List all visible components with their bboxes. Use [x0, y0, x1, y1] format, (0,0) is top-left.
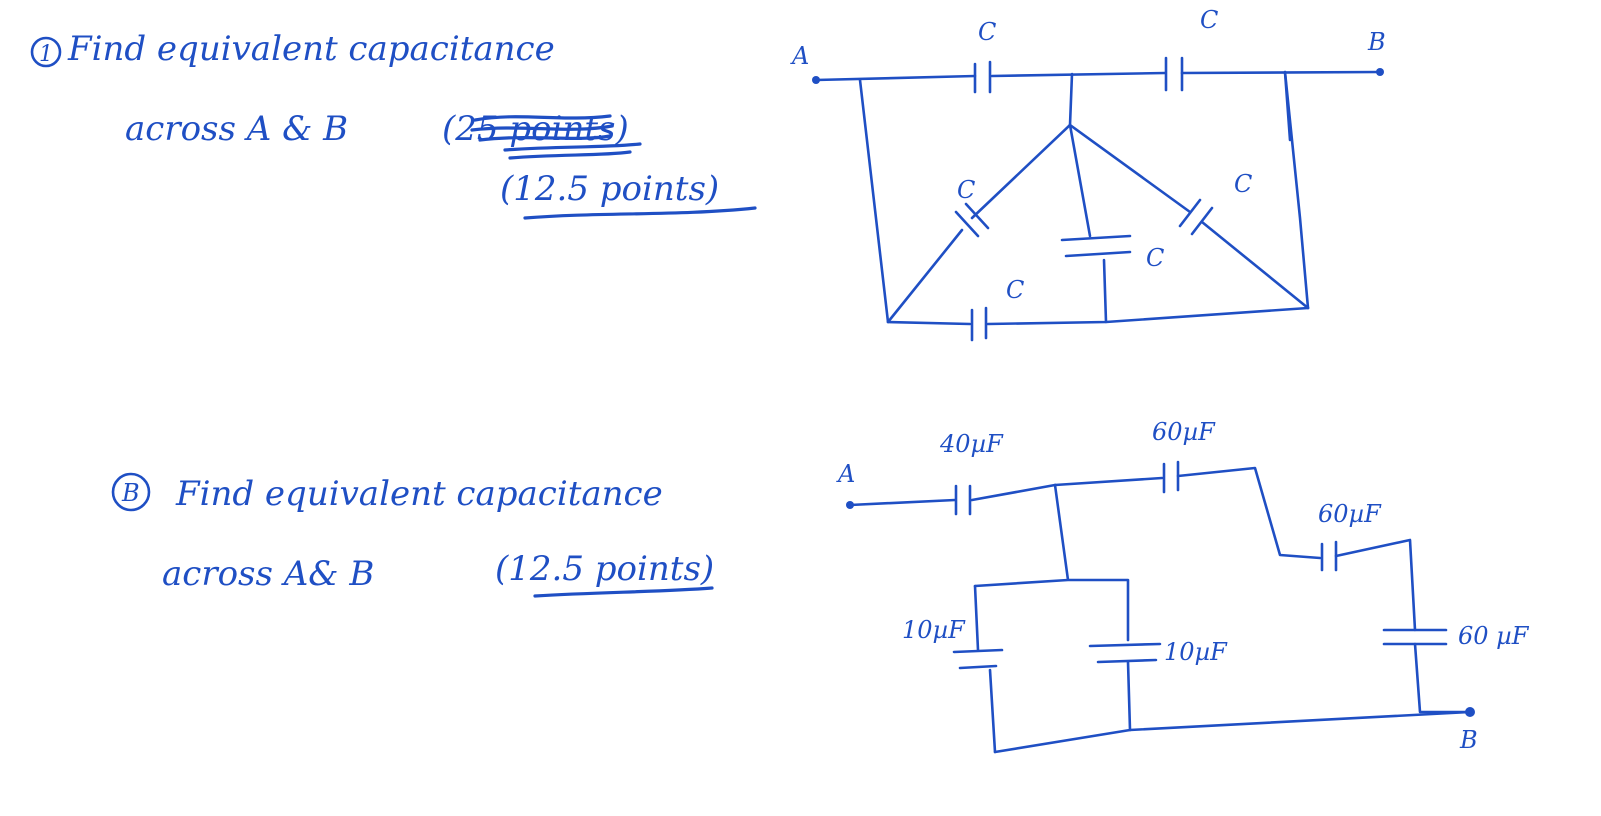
cap-diag-right-label: C	[1234, 170, 1252, 198]
top-wire	[814, 70, 1382, 82]
problem-1-line1: Find equivalent capacitance	[67, 29, 555, 69]
cap-60uF-right	[1382, 628, 1448, 646]
apex-wire	[1068, 72, 1074, 127]
left-diagonal-wire	[886, 123, 1072, 324]
node-a-label-2: A	[836, 460, 855, 488]
problem-1-points: (12.5 points)	[500, 169, 719, 209]
cap-center-label: C	[1146, 244, 1164, 272]
cap-40-label: 40µF	[939, 430, 1004, 458]
cap-10uF-mid	[1088, 642, 1162, 664]
wire-top-60	[1053, 466, 1322, 560]
cap-60-mid-label: 60µF	[1318, 500, 1382, 528]
node-b-label-2: B	[1459, 726, 1478, 754]
strike-underline	[503, 142, 642, 160]
wire-mid-60	[1334, 538, 1417, 632]
problem-2-points: (12.5 points)	[495, 549, 714, 589]
right-diagonal-capacitor	[1178, 198, 1214, 236]
problem-1-number: 1	[39, 42, 53, 67]
problem-2-number-circle	[111, 472, 151, 512]
right-side-wire	[1283, 70, 1310, 310]
points-underline	[523, 206, 757, 220]
circuit-1: A B C C C C C C	[790, 6, 1386, 342]
right-side-ext	[1283, 70, 1292, 142]
problem-1-number-circle	[30, 36, 62, 68]
top-right-capacitor	[1164, 56, 1184, 92]
left-side-wire	[858, 78, 890, 324]
center-wire	[1068, 123, 1108, 324]
problem-2-number: B	[121, 479, 140, 507]
bottom-capacitor	[970, 306, 988, 342]
wire-node-drop	[973, 483, 1130, 642]
problem-2-line1: Find equivalent capacitance	[175, 474, 663, 514]
cap-60uF-top	[1162, 460, 1180, 494]
problem-2: B Find equivalent capacitance across A& …	[111, 472, 714, 598]
problem-2-line2: across A& B	[162, 554, 374, 594]
strike-scribble	[470, 114, 614, 142]
wire-mid-10	[1126, 660, 1132, 732]
cap-40uF	[954, 484, 972, 516]
bottom-wire	[886, 306, 1310, 326]
wire-left-10	[973, 584, 997, 754]
top-left-capacitor	[973, 60, 992, 94]
circuit-2: A B 40µF 60µF 60µF 60 µF 10µF 10µF	[836, 418, 1530, 754]
cap-top-right-label: C	[1200, 6, 1218, 34]
wire-right-60	[1413, 642, 1472, 714]
cap-diag-left-label: C	[957, 176, 975, 204]
node-a-label: A	[790, 42, 809, 70]
points-underline-2	[533, 586, 714, 598]
cap-10uF-left	[952, 648, 1004, 670]
cap-60-top-label: 60µF	[1152, 418, 1216, 446]
cap-60-right-label: 60 µF	[1458, 622, 1530, 650]
node-b-label: B	[1367, 28, 1386, 56]
cap-10-mid-label: 10µF	[1164, 638, 1228, 666]
cap-bottom-label: C	[1006, 276, 1024, 304]
center-capacitor	[1060, 234, 1132, 258]
cap-top-left-label: C	[978, 18, 996, 46]
right-diagonal-wire	[1068, 123, 1310, 310]
wire-a-to-40	[848, 483, 1057, 507]
bottom-return-wire	[993, 710, 1472, 754]
problem-1-line2: across A & B	[125, 109, 348, 149]
problem-1: 1 Find equivalent capacitance across A &…	[30, 29, 757, 220]
cap-10-left-label: 10µF	[902, 616, 966, 644]
left-diagonal-capacitor	[954, 202, 990, 238]
cap-60uF-mid	[1320, 540, 1338, 572]
